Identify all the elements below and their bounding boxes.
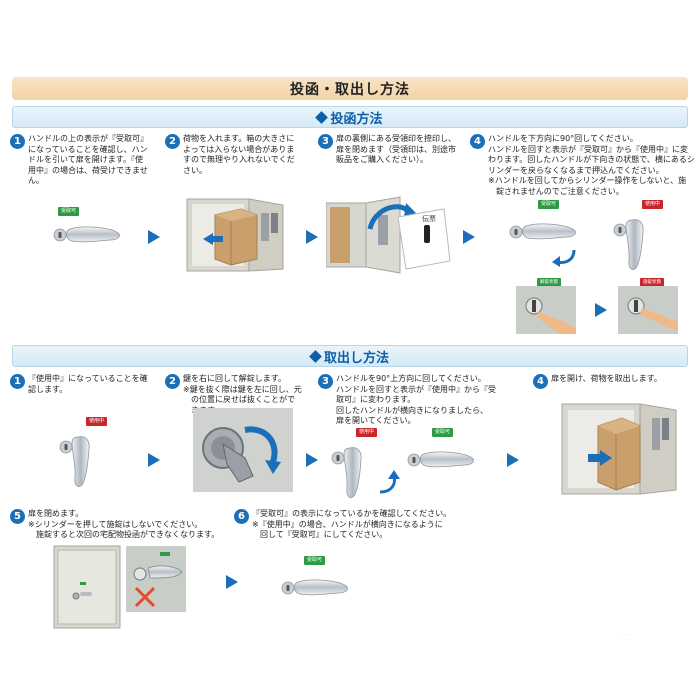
step-text: ハンドルの上の表示が『受取可』 になっていることを確認し、ハン ドルを引いて扉を… bbox=[28, 134, 148, 185]
handle-horizontal-illustration bbox=[281, 579, 349, 596]
step-number-badge: 5 bbox=[10, 509, 25, 524]
handle-vertical-illustration bbox=[613, 219, 644, 271]
deposit-step-4: 4 ハンドルを下方向に90°回してください。 ハンドルを回すと表示が『受取可』か… bbox=[470, 134, 698, 197]
retrieve-step-6: 6 『受取可』の表示になっているかを確認してください。 ※『使用中』の場合、ハン… bbox=[234, 509, 494, 541]
diamond-icon bbox=[309, 349, 322, 363]
status-tag-available: 受取可 bbox=[304, 556, 326, 565]
mailbox-remove-parcel-illustration bbox=[561, 403, 677, 495]
rotate-up-arrow-icon bbox=[379, 470, 400, 494]
status-tag-in-use: 使用中 bbox=[642, 200, 664, 209]
step-number-badge: 2 bbox=[165, 134, 180, 149]
step-number-badge: 1 bbox=[10, 134, 25, 149]
step-text: 荷物を入れます。箱の大きさに よっては入らない場合がありま すので無理やり入れな… bbox=[183, 134, 295, 175]
page-title-banner: 投函・取出し方法 bbox=[12, 77, 688, 100]
footer-mark: · · · bbox=[622, 632, 630, 638]
status-tag-in-use: 使用中 bbox=[356, 428, 378, 437]
arrow-right-icon bbox=[595, 303, 607, 317]
retrieve-step-4: 4 扉を開け、荷物を取出します。 bbox=[533, 374, 693, 389]
arrow-right-icon bbox=[306, 230, 318, 244]
handle-vertical-illustration bbox=[59, 436, 90, 488]
step-text: 扉を開け、荷物を取出します。 bbox=[551, 374, 662, 383]
deposit-step-2: 2 荷物を入れます。箱の大きさに よっては入らない場合がありま すので無理やり入… bbox=[165, 134, 315, 176]
handle-horizontal-illustration bbox=[407, 451, 475, 468]
deposit-step-3: 3 扉の裏側にある受領印を捺印し、 扉を閉めます（受領印は、別途市 販品をご購入… bbox=[318, 134, 470, 166]
step-number-badge: 4 bbox=[470, 134, 485, 149]
deposit-section-heading: 投函方法 bbox=[12, 106, 688, 128]
arrow-right-icon bbox=[226, 575, 238, 589]
step-number-badge: 4 bbox=[533, 374, 548, 389]
handle-horizontal-illustration bbox=[509, 223, 577, 240]
step-text: 扉の裏側にある受領印を捺印し、 扉を閉めます（受領印は、別途市 販品をご購入くだ… bbox=[336, 134, 456, 164]
rotate-down-arrow-icon bbox=[552, 249, 576, 267]
arrow-right-icon bbox=[507, 453, 519, 467]
page-title: 投函・取出し方法 bbox=[290, 81, 410, 98]
deposit-heading: 投函方法 bbox=[330, 111, 383, 127]
status-tag-available: 受取可 bbox=[538, 200, 560, 209]
deposit-step-1: 1 ハンドルの上の表示が『受取可』 になっていることを確認し、ハン ドルを引いて… bbox=[10, 134, 162, 187]
step-text: 扉を閉めます。 ※シリンダーを押して施錠はしないでください。 施錠すると次回の宅… bbox=[28, 509, 220, 539]
key-turn-photo bbox=[193, 408, 293, 492]
cylinder-unlocked-photo bbox=[516, 286, 576, 334]
status-tag-available: 受取可 bbox=[58, 207, 80, 216]
arrow-right-icon bbox=[148, 453, 160, 467]
step-number-badge: 3 bbox=[318, 374, 333, 389]
mailbox-open-parcel-illustration bbox=[186, 198, 284, 272]
handle-horizontal-illustration bbox=[53, 226, 121, 243]
step-number-badge: 1 bbox=[10, 374, 25, 389]
arrow-right-icon bbox=[463, 230, 475, 244]
receipt-stamp-illustration: 伝票 bbox=[326, 196, 451, 274]
step-text: 『受取可』の表示になっているかを確認してください。 ※『使用中』の場合、ハンドル… bbox=[252, 509, 452, 539]
step-text: 『使用中』になっていることを確 認します。 bbox=[28, 374, 148, 394]
diamond-icon bbox=[315, 110, 329, 124]
slip-label: 伝票 bbox=[422, 214, 436, 223]
retrieve-step-5: 5 扉を閉めます。 ※シリンダーを押して施錠はしないでください。 施錠すると次回… bbox=[10, 509, 250, 541]
mailbox-closed-illustration bbox=[53, 545, 121, 629]
retrieve-step-1: 1 『使用中』になっていることを確 認します。 bbox=[10, 374, 165, 395]
status-tag-in-use: 使用中 bbox=[86, 417, 108, 426]
retrieve-section-heading: 取出し方法 bbox=[12, 345, 688, 367]
step-text: ハンドルを下方向に90°回してください。 ハンドルを回すと表示が『受取可』から『… bbox=[488, 134, 695, 196]
cylinder-no-lock-photo bbox=[126, 546, 186, 612]
step-number-badge: 6 bbox=[234, 509, 249, 524]
arrow-right-icon bbox=[306, 453, 318, 467]
retrieve-step-3: 3 ハンドルを90°上方向に回してください。 ハンドルを回すと表示が『使用中』か… bbox=[318, 374, 518, 427]
step-text: ハンドルを90°上方向に回してください。 ハンドルを回すと表示が『使用中』から『… bbox=[336, 374, 496, 425]
cylinder-locked-photo bbox=[618, 286, 678, 334]
status-tag-unlocked: 解錠状態 bbox=[537, 278, 561, 287]
step-number-badge: 2 bbox=[165, 374, 180, 389]
step-number-badge: 3 bbox=[318, 134, 333, 149]
handle-vertical-illustration bbox=[331, 447, 362, 499]
status-tag-locked: 施錠状態 bbox=[640, 278, 664, 287]
arrow-right-icon bbox=[148, 230, 160, 244]
status-tag-available: 受取可 bbox=[432, 428, 454, 437]
retrieve-heading: 取出し方法 bbox=[323, 350, 389, 366]
